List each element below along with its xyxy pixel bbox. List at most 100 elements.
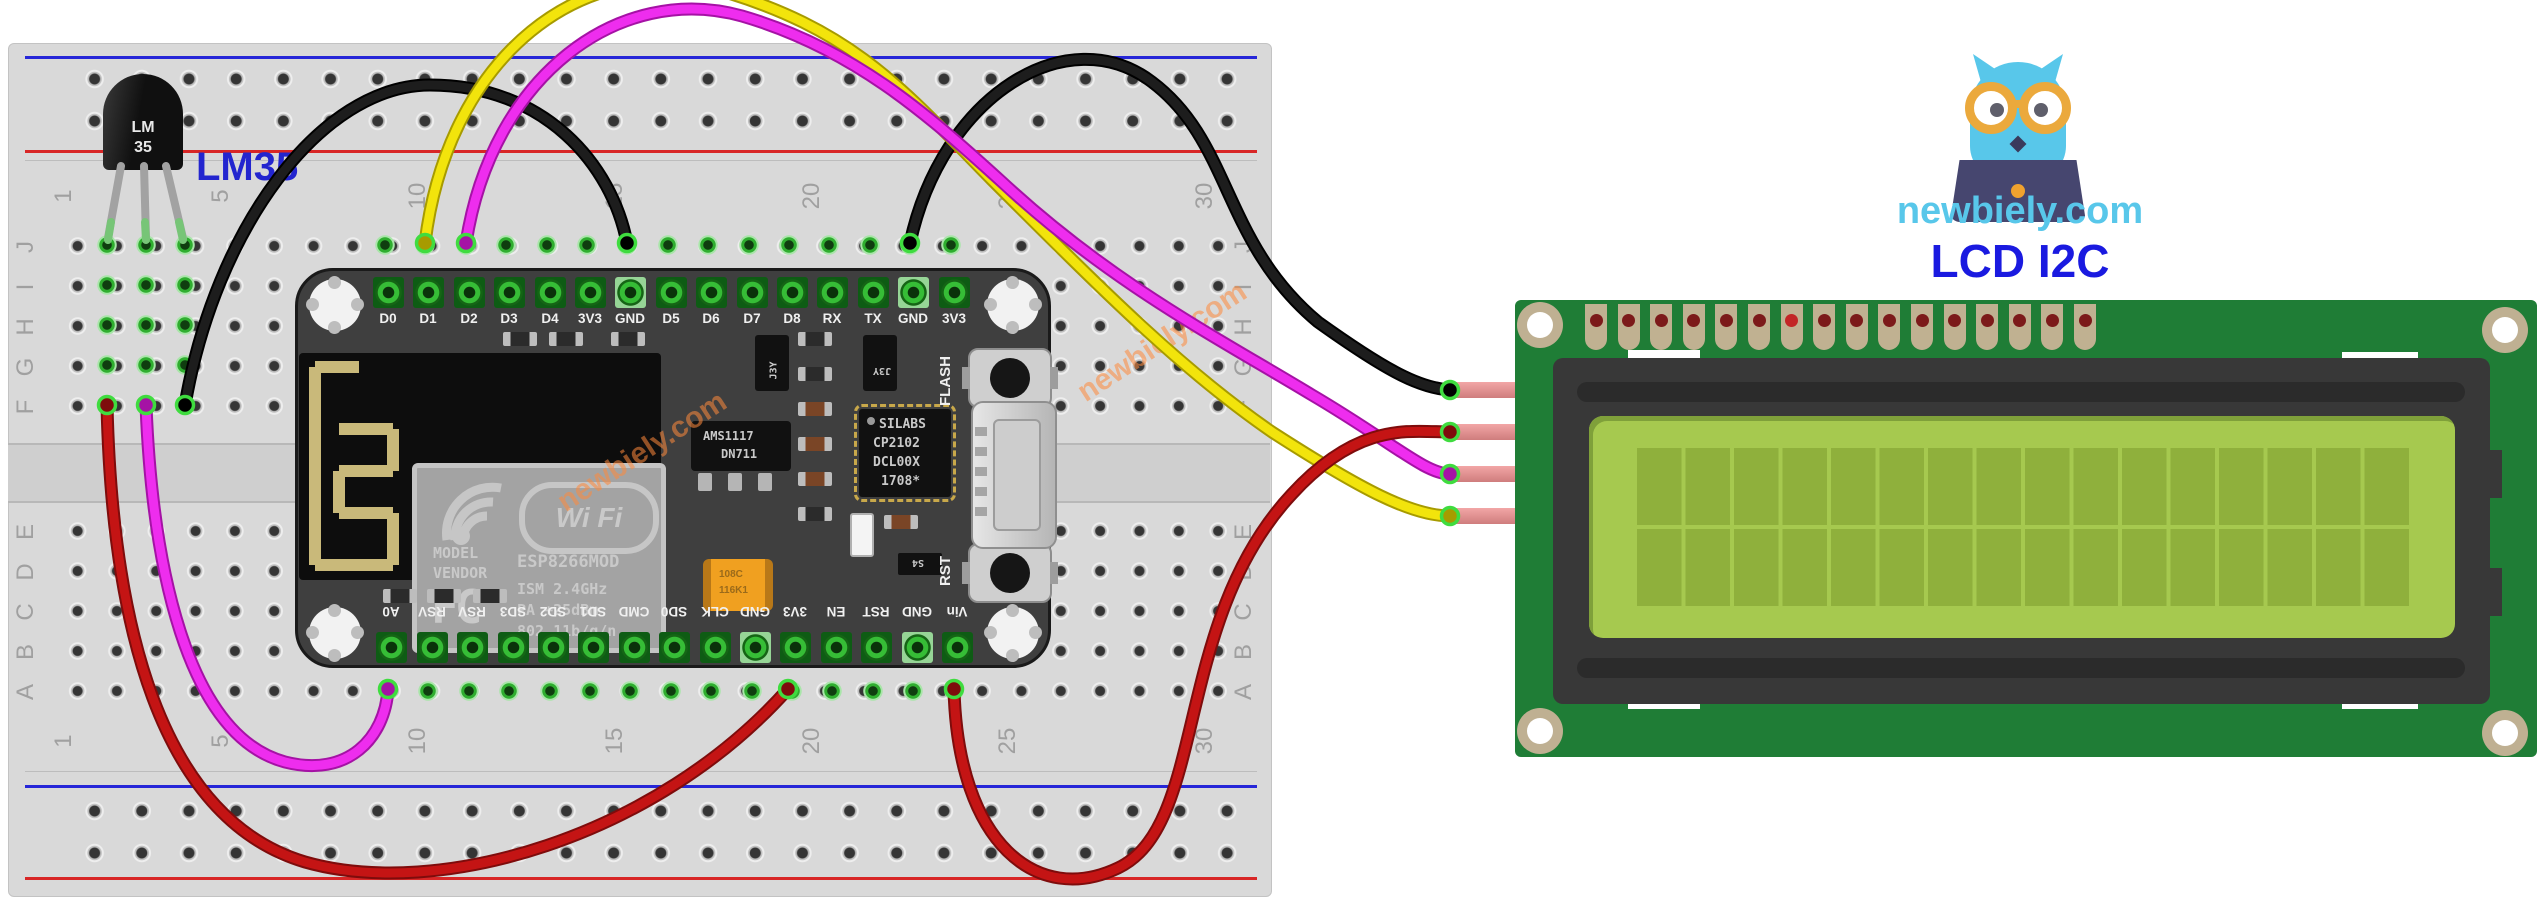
power-rail-blue-line-bottom — [25, 785, 1257, 788]
pin-GND — [901, 632, 933, 663]
pin-label-RX: RX — [822, 311, 842, 326]
lcd-pin-pad — [1585, 304, 1607, 350]
wire-tip — [1439, 505, 1461, 527]
mounting-hole-icon — [2482, 307, 2528, 353]
connected-hole — [96, 234, 118, 256]
wire-tip — [899, 232, 921, 254]
connected-hole — [657, 234, 679, 256]
lm35-body-text: LM — [131, 119, 155, 136]
connected-hole — [174, 314, 196, 336]
mounting-hole-icon — [2482, 710, 2528, 756]
wire-tip — [96, 394, 118, 416]
pin-SD2 — [537, 632, 569, 663]
pin-3V3 — [938, 277, 970, 308]
pin-D5 — [655, 277, 687, 308]
transistor: J3Y — [863, 335, 897, 391]
connected-hole — [96, 354, 118, 376]
lcd-pin-pad — [2008, 304, 2031, 350]
pin-GND — [739, 632, 771, 663]
smd-component: S4 — [898, 553, 942, 575]
connected-hole — [96, 274, 118, 296]
rail-holes — [71, 842, 1251, 864]
rail-holes — [71, 800, 1251, 822]
connected-hole — [576, 234, 598, 256]
connected-hole — [135, 234, 157, 256]
connected-hole — [135, 274, 157, 296]
mounting-hole-icon — [1517, 302, 1563, 348]
pin-TX — [857, 277, 889, 308]
lcd-pin-pad — [1780, 304, 1803, 350]
lcd-i2c-vcc-pin — [1446, 424, 1518, 440]
esp8266-module: Wi Fi MODEL VENDOR ESP8266MOD FC ISM 2.4… — [299, 353, 666, 653]
wire-tip — [174, 394, 196, 416]
pin-D0 — [372, 277, 404, 308]
connected-hole — [700, 680, 722, 702]
wire-tip — [1439, 463, 1461, 485]
pin-D1 — [412, 277, 444, 308]
owl-glasses-icon — [1965, 82, 2017, 134]
pin-D7 — [736, 277, 768, 308]
pin-3V3 — [574, 277, 606, 308]
wire-tip — [943, 678, 965, 700]
lcd-pin-pad — [1715, 304, 1738, 350]
lcd-pin-pad — [1682, 304, 1705, 350]
lcd-pin-pad — [1976, 304, 1999, 350]
lcd-pin-pad — [1813, 304, 1836, 350]
lcd-pin-pad — [1650, 304, 1673, 350]
rail-holes — [71, 68, 1251, 90]
connected-hole — [902, 680, 924, 702]
connected-hole — [135, 354, 157, 376]
pin-EN — [820, 632, 852, 663]
lcd-pin-pad — [1748, 304, 1770, 350]
mounting-hole-icon — [1517, 708, 1563, 754]
flash-button[interactable] — [962, 348, 1058, 408]
connected-hole — [741, 680, 763, 702]
lcd-i2c-gnd-pin — [1446, 382, 1518, 398]
esp8266-shield: Wi Fi MODEL VENDOR ESP8266MOD FC ISM 2.4… — [412, 463, 666, 653]
pin-RST — [860, 632, 892, 663]
power-rail-blue-line-top — [25, 56, 1257, 59]
connected-hole — [498, 680, 520, 702]
pin-label-D7: D7 — [743, 311, 761, 326]
micro-usb-port[interactable] — [971, 401, 1057, 549]
brand-site-text: newbiely.com — [1896, 190, 2144, 232]
connected-hole — [174, 274, 196, 296]
lcd-bezel — [1553, 358, 2490, 704]
pin-RX — [816, 277, 848, 308]
wire-tip — [377, 678, 399, 700]
connected-hole — [417, 680, 439, 702]
pin-RSV — [416, 632, 448, 663]
wire-tip — [455, 232, 477, 254]
pin-label-3V3: 3V3 — [941, 311, 967, 326]
lcd-pin-pad — [2041, 304, 2064, 350]
model-text: MODEL — [433, 544, 479, 562]
pin-Vin — [941, 632, 973, 663]
connected-hole — [778, 234, 800, 256]
lcd-pin-pad — [1617, 304, 1640, 350]
nodemcu-esp8266-board: Wi Fi MODEL VENDOR ESP8266MOD FC ISM 2.4… — [295, 268, 1058, 668]
pin-label-D8: D8 — [783, 311, 801, 326]
lcd-pin-pad — [1911, 304, 1933, 350]
connected-hole — [697, 234, 719, 256]
cp2102-usb-chip: SILABS CP2102 DCL00X 1708* — [854, 404, 956, 502]
pin-label-D5: D5 — [662, 311, 680, 326]
pin-label-D6: D6 — [702, 311, 720, 326]
pcb-antenna-icon — [309, 361, 399, 571]
connected-hole — [862, 680, 884, 702]
wire-tip — [1439, 379, 1461, 401]
lcd-pin-pad — [1878, 304, 1901, 350]
pin-label-D0: D0 — [379, 311, 397, 326]
wire-tip — [616, 232, 638, 254]
connected-hole — [619, 680, 641, 702]
wifi-arcs-icon — [442, 482, 502, 545]
connected-hole — [738, 234, 760, 256]
connected-hole — [96, 314, 118, 336]
connected-hole — [458, 680, 480, 702]
wire-tip — [1439, 421, 1461, 443]
pin-3V3 — [779, 632, 811, 663]
connected-hole — [859, 234, 881, 256]
tantalum-capacitor: 108C 116K1 — [703, 559, 773, 611]
pin-SD1 — [577, 632, 609, 663]
pin-GND — [614, 277, 646, 308]
wire-tip — [777, 678, 799, 700]
